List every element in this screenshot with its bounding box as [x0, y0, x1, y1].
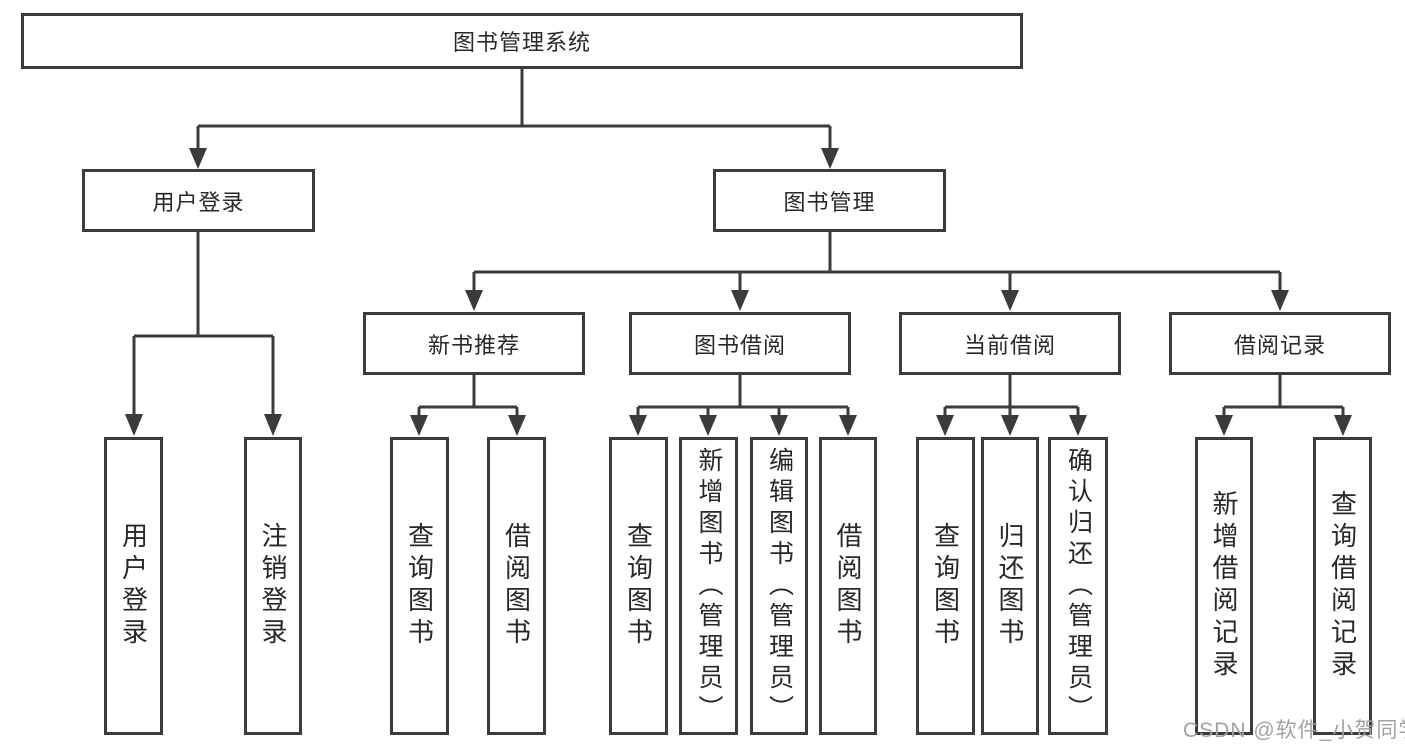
node-label: 归还图书 — [995, 522, 1025, 650]
node-new-book-recommendation: 新书推荐 — [363, 312, 585, 375]
leaf-add-borrow-record: 新增借阅记录 — [1195, 437, 1253, 735]
node-label: 借阅记录 — [1233, 332, 1326, 358]
node-current-borrowing: 当前借阅 — [899, 312, 1121, 375]
node-book-management: 图书管理 — [713, 169, 946, 232]
node-label: 新增图书（管理员） — [695, 446, 723, 726]
leaf-borrow-books: 借阅图书 — [819, 437, 877, 735]
leaf-confirm-return-admin: 确认归还（管理员） — [1048, 437, 1108, 735]
node-label: 图书借阅 — [693, 332, 786, 358]
node-label: 查询图书 — [623, 522, 654, 650]
arrow-down-icons — [125, 148, 1352, 436]
node-label: 编辑图书（管理员） — [765, 446, 794, 726]
leaf-query-borrow-record: 查询借阅记录 — [1313, 437, 1372, 735]
node-label: 借阅图书 — [501, 522, 532, 650]
node-label: 查询图书 — [404, 522, 435, 650]
node-label: 查询借阅记录 — [1327, 490, 1358, 682]
node-label: 查询图书 — [930, 522, 961, 650]
csdn-watermark: CSDN @软件_小贺同学 — [1183, 719, 1405, 742]
node-library-management-system: 图书管理系统 — [21, 13, 1023, 69]
node-label: 用户登录 — [152, 189, 245, 215]
tree-edges — [132, 69, 1345, 417]
node-label: 注销登录 — [258, 522, 288, 650]
leaf-borrow-books-recommend: 借阅图书 — [487, 437, 546, 735]
leaf-user-login: 用户登录 — [104, 437, 163, 735]
node-label: 图书管理系统 — [452, 30, 591, 55]
node-label: 借阅图书 — [833, 522, 863, 650]
leaf-return-books: 归还图书 — [981, 437, 1039, 735]
leaf-add-books-admin: 新增图书（管理员） — [679, 437, 738, 735]
leaf-query-books-borrow: 查询图书 — [609, 437, 668, 735]
leaf-query-books-recommend: 查询图书 — [390, 437, 449, 735]
node-label: 确认归还（管理员） — [1064, 446, 1093, 726]
node-book-borrowing: 图书借阅 — [629, 312, 851, 375]
node-label: 新增借阅记录 — [1209, 490, 1239, 682]
node-user-login: 用户登录 — [82, 169, 315, 232]
node-label: 用户登录 — [118, 522, 149, 650]
leaf-edit-books-admin: 编辑图书（管理员） — [750, 437, 808, 735]
leaf-query-books-current: 查询图书 — [916, 437, 975, 735]
leaf-logout: 注销登录 — [244, 437, 302, 735]
node-label: 图书管理 — [783, 189, 876, 215]
node-label: 当前借阅 — [963, 332, 1056, 358]
node-label: 新书推荐 — [427, 332, 520, 358]
node-borrowing-records: 借阅记录 — [1169, 312, 1391, 375]
